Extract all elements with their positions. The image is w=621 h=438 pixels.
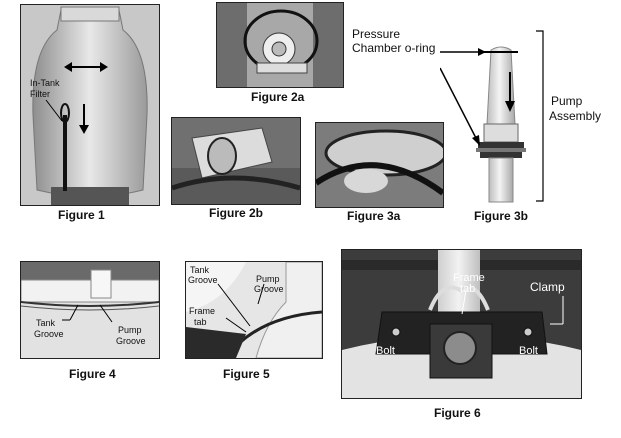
figure-3b-caption: Figure 3b	[474, 209, 529, 223]
figure-5-leaders	[200, 278, 280, 338]
figure-4-tank-groove-label: Groove	[34, 329, 64, 339]
oring-illustration	[316, 123, 443, 207]
pump-assembly-illustration	[470, 44, 532, 206]
figure-6-caption: Figure 6	[434, 406, 481, 420]
filter-label: Filter	[30, 89, 50, 99]
figure-4-photo	[20, 261, 160, 359]
figure-2a-photo	[216, 2, 344, 88]
clamp-leader	[548, 296, 568, 326]
pump-top-illustration	[217, 3, 343, 87]
figure-5-tank-label: Tank	[190, 265, 210, 275]
groove-closeup-illustration	[21, 262, 159, 358]
pressure-label: Pressure	[352, 27, 401, 41]
figure-6-leaders	[440, 288, 480, 318]
filter-leader-line	[44, 99, 64, 123]
figure-5-tank-groove-label: Groove	[188, 275, 218, 285]
figure-5-photo	[185, 261, 323, 359]
figure-4-pump-groove-label: Groove	[116, 336, 146, 346]
pump-label: Pump	[551, 94, 583, 108]
figure-2b-photo	[171, 117, 301, 205]
tank-illustration	[21, 5, 159, 205]
assembly-label: Assembly	[549, 109, 602, 123]
figure-2b-caption: Figure 2b	[209, 206, 264, 220]
figure-4-pump-label: Pump	[118, 325, 142, 335]
clamp-assembly-illustration	[342, 250, 581, 398]
figure-4-caption: Figure 4	[69, 367, 116, 381]
figure-5-tab-label: tab	[194, 317, 207, 327]
figure-1-photo	[20, 4, 160, 206]
figure-6-bolt-left-label: Bolt	[376, 345, 395, 357]
pump-assembly-bracket	[534, 30, 546, 202]
oring-leader-lines	[439, 44, 520, 154]
figure-5-frame-label: Frame	[189, 306, 216, 316]
chamber-oring-label: Chamber o-ring	[352, 41, 436, 55]
arrow-horizontal	[64, 60, 108, 72]
figure-6-tab-label: tab	[460, 283, 476, 295]
figure-5-pump-groove-label: Groove	[254, 284, 284, 294]
figure-4-tank-label: Tank	[36, 318, 56, 328]
figure-5-caption: Figure 5	[223, 367, 270, 381]
figure-6-bolt-right-label: Bolt	[519, 345, 538, 357]
frame-tab-illustration	[186, 262, 322, 358]
figure-2a-caption: Figure 2a	[251, 90, 305, 104]
figure-5-pump-label: Pump	[256, 274, 280, 284]
figure-3a-caption: Figure 3a	[347, 209, 401, 223]
figure-6-clamp-label: Clamp	[530, 280, 565, 294]
figure-6-frame-label: Frame	[453, 272, 485, 284]
arrow-down	[79, 104, 89, 134]
figure-6-photo	[341, 249, 582, 399]
figure-4-leaders	[60, 300, 120, 330]
figure-1-caption: Figure 1	[58, 208, 105, 222]
in-tank-label: In-Tank	[30, 78, 60, 88]
figure-3a-photo	[315, 122, 444, 208]
arrow-down-pump	[505, 72, 515, 112]
hand-pump-illustration	[172, 118, 300, 204]
